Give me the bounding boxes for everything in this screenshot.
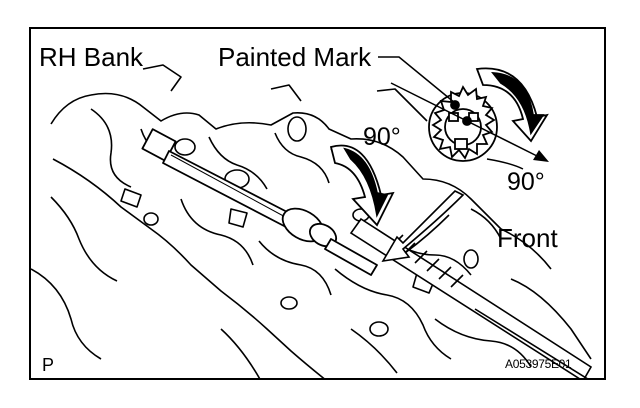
bank-label: RH Bank: [39, 42, 144, 72]
front-direction-arrow: [381, 190, 465, 263]
engine-illustration: [31, 56, 593, 378]
corner-letter-label: P: [42, 355, 55, 375]
wrench-rotation-arrow: [329, 144, 395, 227]
wrench-angle-label: 90°: [363, 123, 401, 151]
cam-sprocket: [428, 85, 524, 170]
illustration-frame: RH Bank Painted Mark 90° 90° Front P A05…: [29, 27, 606, 380]
front-label: Front: [497, 223, 558, 253]
painted-mark-leader: [378, 56, 456, 104]
gear-angle-label: 90°: [507, 168, 545, 196]
wrench-tool: [141, 128, 378, 276]
painted-mark-label: Painted Mark: [218, 42, 372, 72]
figure-code-label: A053975E01: [505, 357, 572, 371]
gear-direction-arrow: [390, 82, 549, 162]
gear-rotation-arrow: [475, 67, 549, 143]
